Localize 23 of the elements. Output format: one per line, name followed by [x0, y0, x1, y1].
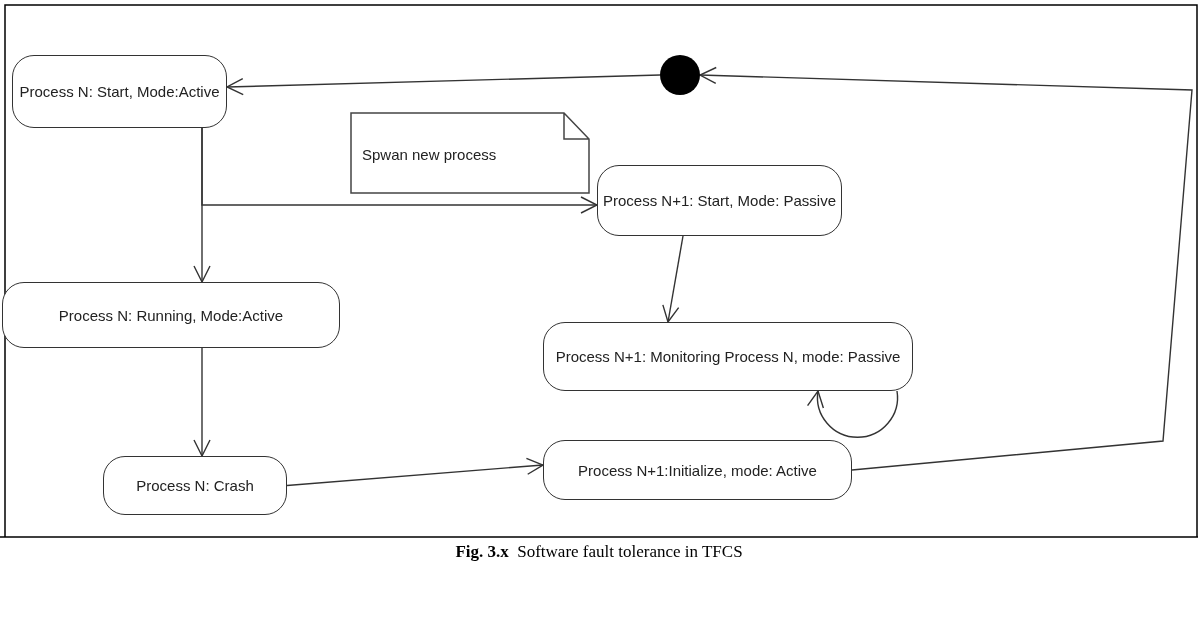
arrow [807, 390, 899, 438]
rounded-state-box [12, 55, 227, 128]
node-text: Process N+1: Start, Mode: Passive [603, 192, 836, 209]
arrow [699, 66, 1193, 471]
rounded-state-box [543, 322, 913, 391]
node-text: Process N: Crash [136, 477, 254, 494]
arrow [662, 235, 684, 323]
rounded-state-box [597, 165, 842, 236]
node-text: Process N: Running, Mode:Active [58, 306, 284, 324]
node-text: Process N+1: Monitoring Process N, mode: Passive [555, 348, 901, 365]
rounded-state-box [103, 456, 287, 515]
node-text: Process N: Start, Mode:Active [19, 83, 220, 100]
note-shape [350, 112, 590, 194]
arrow [193, 347, 211, 457]
arrow [226, 74, 661, 96]
arrow [286, 457, 544, 487]
filled-circle [660, 55, 700, 95]
arrow [201, 127, 598, 214]
rounded-state-box [2, 282, 340, 348]
rounded-state-box [543, 440, 852, 500]
node-text: Process N+1:Initialize, mode: Active [578, 461, 817, 479]
figure-caption: Fig. 3.x Software fault tolerance in TFCS [455, 542, 743, 561]
node-text: Spwan new process [362, 146, 497, 163]
